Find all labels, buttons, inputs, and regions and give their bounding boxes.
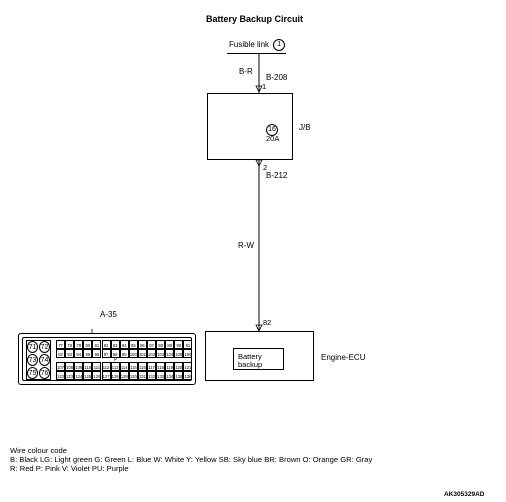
connector-pin: 116 [137, 362, 147, 371]
connector-pin: 90 [174, 340, 184, 349]
connector-pin: 97 [101, 349, 111, 358]
connector-pin: 79 [74, 340, 84, 349]
legend-heading: Wire colour code [10, 446, 67, 455]
connector-pin: 113 [110, 362, 120, 371]
connector-pin: 135 [174, 371, 184, 380]
connector-pin: 118 [156, 362, 166, 371]
connector-pin: 89 [165, 340, 175, 349]
connector-pin: 114 [119, 362, 129, 371]
connector-pin: 78 [65, 340, 75, 349]
connector-pin: 96 [92, 349, 102, 358]
connector-pin: 94 [74, 349, 84, 358]
wire-color-bottom: R-W [238, 241, 254, 250]
fuse-rating: 20A [266, 134, 280, 143]
connector-pin: 91 [183, 340, 193, 349]
engine-ecu-label: Engine-ECU [321, 353, 366, 362]
connector-pin: 92 [56, 349, 66, 358]
pin-arrow-top [255, 85, 263, 93]
connector-pin: 93 [65, 349, 75, 358]
connector-a35-label: A-35 [100, 310, 117, 319]
battery-backup-line1: Battery [238, 352, 262, 361]
connector-pin: 123 [65, 371, 75, 380]
connector-big-pin: 76 [39, 367, 50, 379]
fusible-link-bar [227, 53, 286, 54]
fuse-number: 16 [266, 121, 278, 139]
connector-pin: 77 [56, 340, 66, 349]
connector-pin: 104 [165, 349, 175, 358]
pin-arrow-ecu [255, 324, 263, 332]
connector-pin: 127 [101, 371, 111, 380]
engine-ecu-box [205, 331, 314, 381]
legend-line-2: R: Red P: Pink V: Violet PU: Purple [10, 464, 129, 473]
junction-block [207, 93, 293, 160]
connector-pin: 122 [56, 371, 66, 380]
connector-pin: 112 [101, 362, 111, 371]
connector-big-pin: 71 [27, 341, 38, 353]
connector-pin: 128 [110, 371, 120, 380]
connector-pin: 109 [74, 362, 84, 371]
connector-pin: 110 [83, 362, 93, 371]
connector-mid-mark: P [114, 357, 118, 363]
connector-big-pin: 73 [27, 354, 38, 366]
diagram-title: Battery Backup Circuit [206, 14, 304, 24]
connector-pin: 103 [156, 349, 166, 358]
connector-pin: 101 [137, 349, 147, 358]
connector-pin: 106 [183, 349, 193, 358]
connector-pin: 88 [156, 340, 166, 349]
connector-pin: 105 [174, 349, 184, 358]
connector-pin: 84 [119, 340, 129, 349]
connector-pin: 121 [183, 362, 193, 371]
connector-pin: 87 [147, 340, 157, 349]
fusible-link-number: 1 [273, 39, 286, 51]
connector-pin: 117 [147, 362, 157, 371]
fusible-link-text: Fusible link [229, 40, 270, 50]
connector-pin: 133 [156, 371, 166, 380]
pin-1: 1 [262, 82, 267, 91]
wire-color-top: B-R [239, 67, 253, 76]
connector-pin: 81 [92, 340, 102, 349]
connector-pin: 131 [137, 371, 147, 380]
connector-pin: 85 [128, 340, 138, 349]
connector-pin: 108 [65, 362, 75, 371]
connector-b212: B-212 [266, 171, 288, 180]
connector-pin: 124 [74, 371, 84, 380]
connector-pin: 111 [92, 362, 102, 371]
connector-pin: 136 [183, 371, 193, 380]
connector-pin: 95 [83, 349, 93, 358]
pin-2: 2 [263, 163, 268, 172]
connector-big-pin: 75 [27, 367, 38, 379]
connector-pin: 86 [137, 340, 147, 349]
connector-big-pin: 74 [39, 354, 50, 366]
connector-pin: 126 [92, 371, 102, 380]
connector-pin: 119 [165, 362, 175, 371]
connector-pin: 100 [128, 349, 138, 358]
fusible-link-label: Fusible link 1 [229, 39, 286, 51]
connector-pin: 83 [110, 340, 120, 349]
connector-pin: 134 [165, 371, 175, 380]
battery-backup-box: Battery backup [233, 348, 284, 370]
connector-pin: 98 [110, 349, 120, 358]
connector-pin: 130 [128, 371, 138, 380]
connector-pin: 129 [119, 371, 129, 380]
reference-code: AK305329AD [444, 491, 485, 498]
connector-pin: 102 [147, 349, 157, 358]
ecu-pin-82: 82 [263, 318, 272, 327]
jb-label: J/B [299, 123, 311, 132]
connector-b208: B-208 [266, 73, 288, 82]
connector-pin: 99 [119, 349, 129, 358]
connector-big-pin: 72 [39, 341, 50, 353]
connector-pin: 125 [83, 371, 93, 380]
battery-backup-line2: backup [238, 360, 263, 369]
connector-pin: 107 [56, 362, 66, 371]
connector-pin: 82 [101, 340, 111, 349]
connector-pin: 132 [147, 371, 157, 380]
connector-pin: 120 [174, 362, 184, 371]
connector-pin: 115 [128, 362, 138, 371]
legend-line-1: B: Black LG: Light green G: Green L: Blu… [10, 455, 373, 464]
connector-pin: 80 [83, 340, 93, 349]
